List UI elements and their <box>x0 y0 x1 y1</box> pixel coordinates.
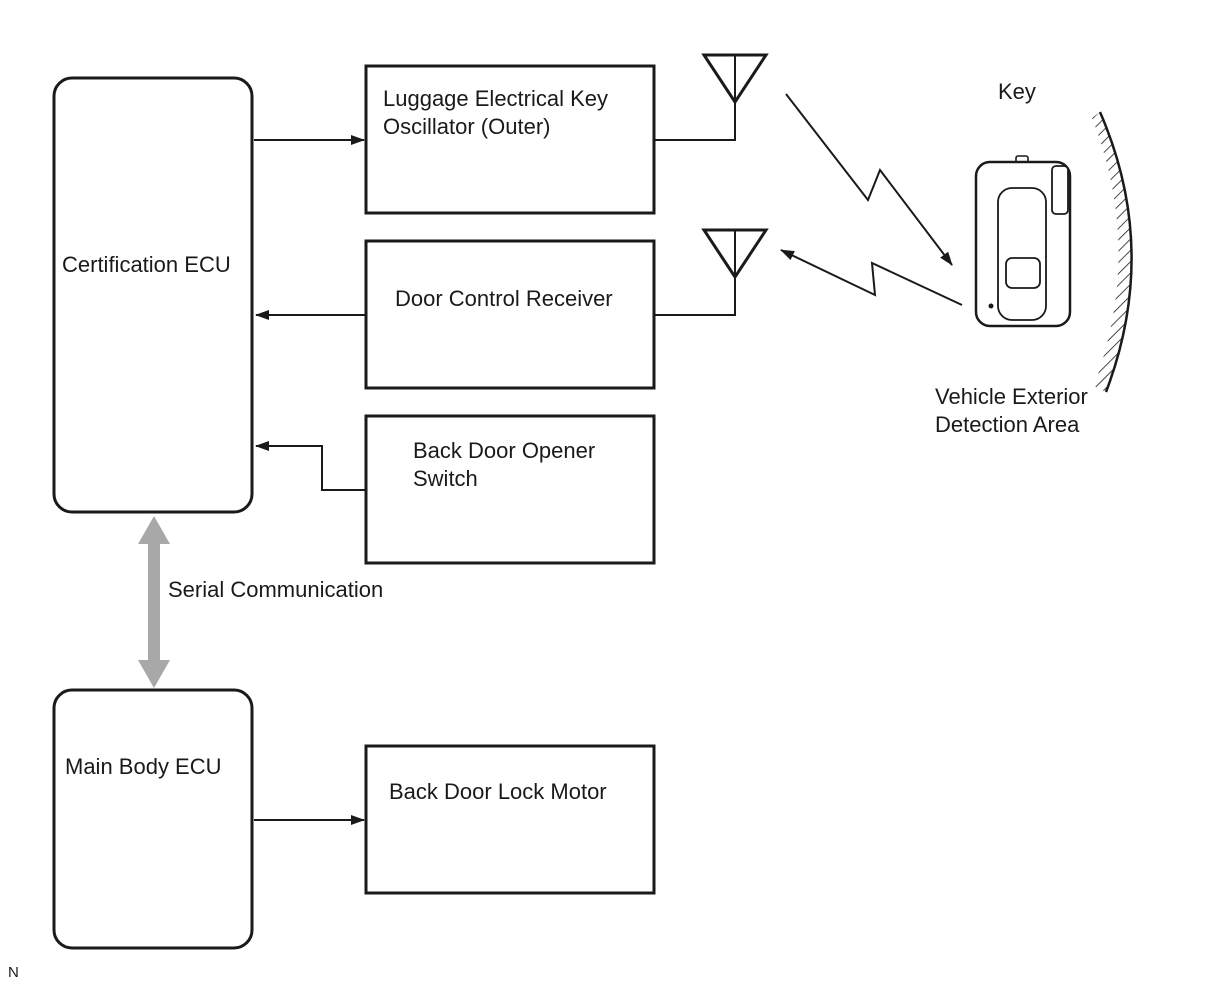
corner-mark: N <box>8 964 19 981</box>
door-control-receiver-label: Door Control Receiver <box>395 286 613 311</box>
arrow-opener-to-cert <box>255 441 366 491</box>
back-door-opener-node: Back Door Opener Switch <box>364 414 656 565</box>
antenna-oscillator-icon <box>654 53 769 141</box>
serial-communication-label: Serial Communication <box>168 577 383 602</box>
serial-communication-arrow <box>138 516 170 688</box>
luggage-oscillator-label-line2: Oscillator (Outer) <box>383 114 550 139</box>
detection-area-label-line1: Vehicle Exterior <box>935 384 1088 409</box>
certification-ecu-node: Certification ECU <box>52 76 254 514</box>
main-body-ecu-label: Main Body ECU <box>65 754 222 779</box>
back-door-lock-motor-label: Back Door Lock Motor <box>389 779 607 804</box>
wireless-signal-from-key <box>780 249 963 306</box>
back-door-lock-motor-node: Back Door Lock Motor <box>364 744 656 895</box>
main-body-ecu-node: Main Body ECU <box>52 688 254 950</box>
back-door-opener-label-line1: Back Door Opener <box>413 438 595 463</box>
wireless-signal-to-key <box>785 93 953 266</box>
key-fob-icon <box>974 155 1072 328</box>
key-label: Key <box>998 79 1036 104</box>
detection-area-boundary <box>1092 111 1133 393</box>
luggage-oscillator-label-line1: Luggage Electrical Key <box>383 86 608 111</box>
back-door-opener-label-line2: Switch <box>413 466 478 491</box>
luggage-oscillator-node: Luggage Electrical Key Oscillator (Outer… <box>364 64 656 215</box>
certification-ecu-label: Certification ECU <box>62 252 231 277</box>
door-control-receiver-node: Door Control Receiver <box>364 239 656 390</box>
antenna-receiver-icon <box>654 228 769 316</box>
detection-area-label-line2: Detection Area <box>935 412 1080 437</box>
